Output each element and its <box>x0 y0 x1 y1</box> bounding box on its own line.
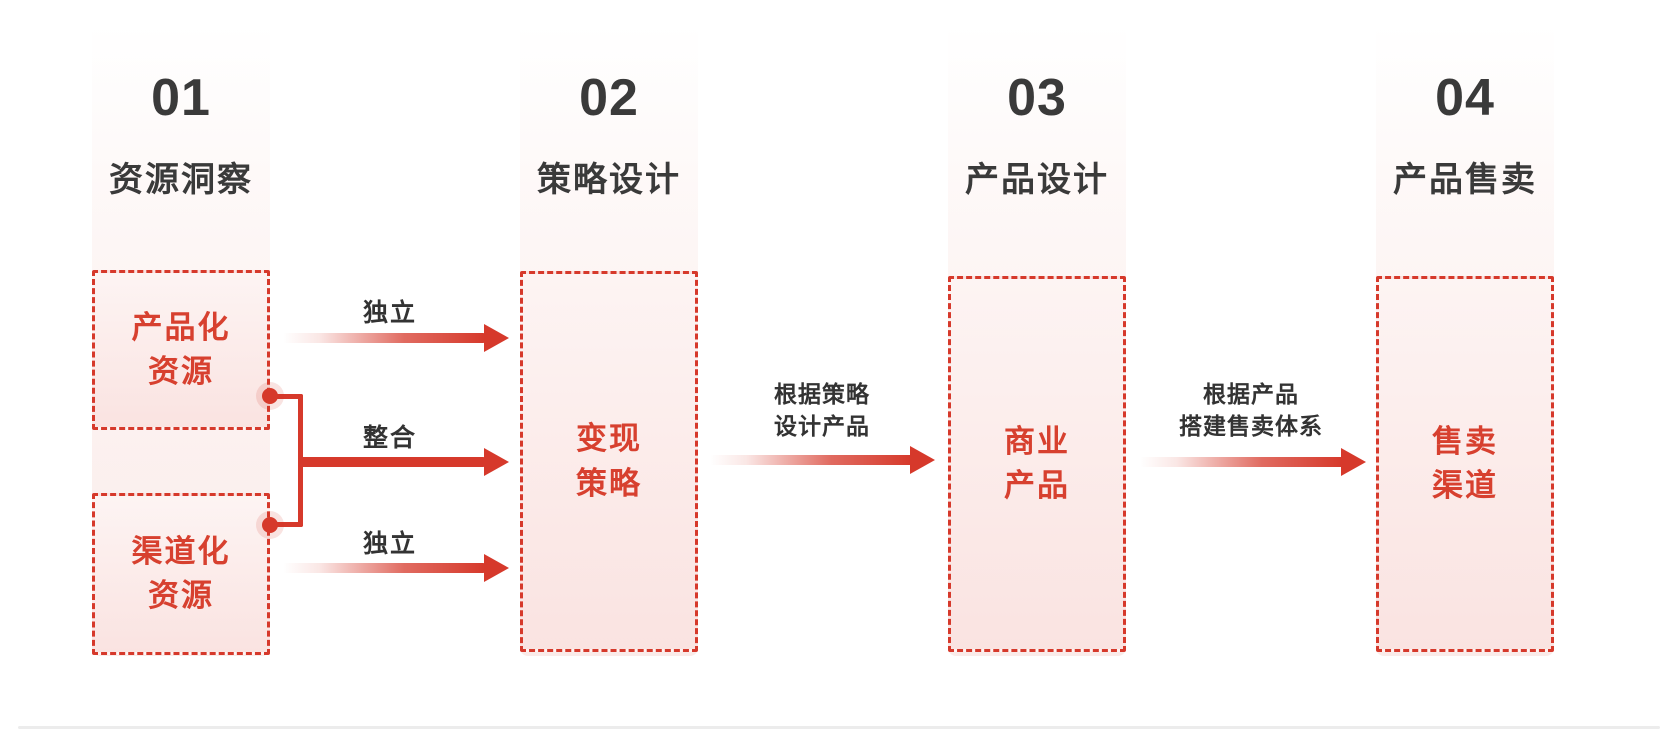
arrow-independent-bottom-head <box>484 554 509 582</box>
arrow-merge <box>298 457 485 467</box>
merge-bracket-stub-bottom <box>270 522 303 527</box>
arrow-independent-top <box>283 333 485 343</box>
box-monetization-strategy-label: 变现 策略 <box>576 421 642 501</box>
step-4-number: 04 <box>1435 69 1495 127</box>
label-product-to-sales: 根据产品 搭建售卖体系 <box>1179 381 1323 439</box>
arrow-product-to-sales <box>1140 457 1343 467</box>
step-1-title: 资源洞察 <box>109 161 253 199</box>
box-commercial-product: 商业 产品 <box>948 276 1126 652</box>
arrow-independent-bottom <box>283 563 485 573</box>
label-independent-top: 独立 <box>362 299 417 327</box>
box-productized-resources: 产品化 资源 <box>92 270 270 430</box>
step-3-title: 产品设计 <box>965 161 1109 199</box>
step-1-number: 01 <box>151 69 211 127</box>
connector-dot-bottom <box>262 517 278 533</box>
label-independent-bottom: 独立 <box>362 530 417 558</box>
label-strategy-to-product: 根据策略 设计产品 <box>774 381 870 439</box>
arrow-product-to-sales-head <box>1341 448 1366 476</box>
arrow-strategy-to-product-head <box>910 446 935 474</box>
merge-bracket-stub-top <box>270 394 303 399</box>
arrow-strategy-to-product <box>710 455 912 465</box>
box-channelized-resources-label: 渠道化 资源 <box>131 533 231 613</box>
label-merge: 整合 <box>362 424 417 452</box>
step-3-number: 03 <box>1007 69 1067 127</box>
box-sales-channel: 售卖 渠道 <box>1376 276 1554 652</box>
arrow-independent-top-head <box>484 324 509 352</box>
box-monetization-strategy: 变现 策略 <box>520 271 698 652</box>
step-2-number: 02 <box>579 69 639 127</box>
box-sales-channel-label: 售卖 渠道 <box>1432 423 1498 503</box>
connector-dot-top <box>262 388 278 404</box>
box-commercial-product-label: 商业 产品 <box>1004 423 1070 503</box>
bottom-divider <box>18 726 1660 729</box>
box-channelized-resources: 渠道化 资源 <box>92 493 270 655</box>
box-productized-resources-label: 产品化 资源 <box>131 309 231 389</box>
arrow-merge-head <box>484 448 509 476</box>
step-2-title: 策略设计 <box>537 161 681 199</box>
step-4-title: 产品售卖 <box>1393 161 1537 199</box>
